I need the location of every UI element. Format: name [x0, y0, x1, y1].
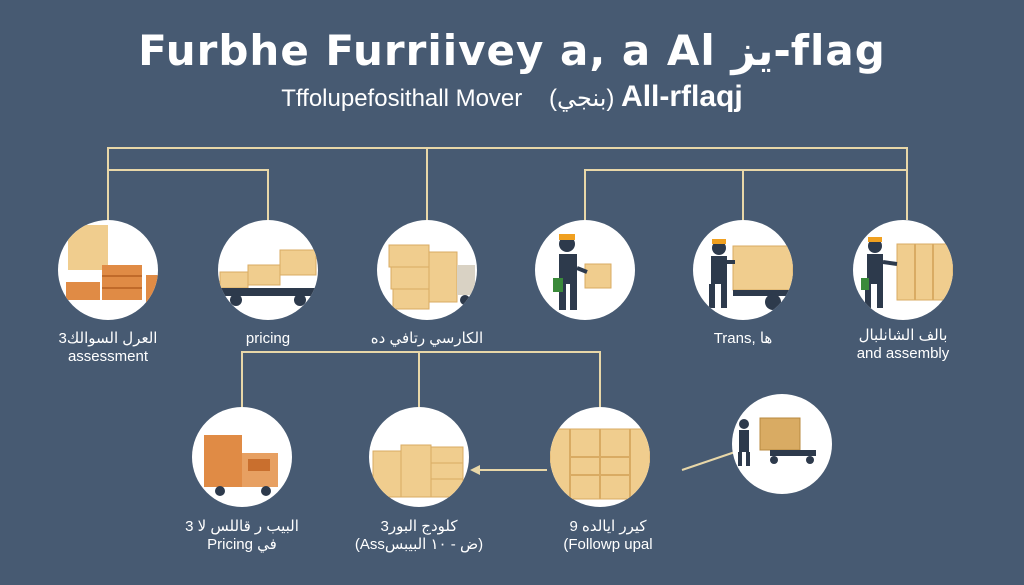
label-line-2: and assembly: [856, 345, 950, 362]
boxes-truck-icon: [388, 244, 475, 310]
label-line-2: (Followp upal: [563, 536, 653, 553]
label-line-2: pricing: [245, 330, 291, 347]
mover-wardrobe-icon: [861, 237, 953, 308]
step-node-dolly[interactable]: [732, 394, 832, 494]
top-connector: [584, 169, 907, 220]
label-line-1: الكارسي رتافي ده: [370, 330, 484, 347]
step-label-assessment: 3العرل السوالك assessment: [23, 330, 193, 366]
bottom-connector: [241, 351, 601, 407]
label-line-2: assessment: [67, 348, 149, 365]
mover-carrying-box-icon: [553, 234, 612, 310]
cabinet-on-trolley-icon: [550, 428, 650, 500]
step-node-transport[interactable]: [693, 220, 793, 320]
label-line-1: البيب ر قاللس لا 3: [185, 518, 299, 535]
top-connector: [108, 169, 269, 220]
label-line-1: 3كلودج البور: [380, 518, 458, 535]
mover-pushing-truck-icon: [709, 239, 793, 310]
arrow-connector: [681, 451, 736, 471]
page-title: Furbhe Furriivey a, a Al يز-flag: [138, 26, 886, 75]
loaded-cart-icon: [219, 249, 318, 306]
step-node-delivery[interactable]: [192, 407, 292, 507]
label-line-1: 3العرل السوالك: [58, 330, 158, 347]
step-label-packing: الكارسي رتافي ده: [342, 330, 512, 348]
label-line-1: كيرر ايالده 9: [569, 518, 647, 535]
stacked-boxes-icon: [372, 444, 464, 498]
label-line-1: بالف الشانلبال: [858, 327, 948, 344]
step-label-transport: Trans, ها: [658, 330, 828, 348]
step-node-packing[interactable]: [377, 220, 477, 320]
step-node-assessment[interactable]: [58, 220, 158, 320]
step-node-pricing[interactable]: [218, 220, 318, 320]
page-subtitle: Tffolupefosithall Mover (بنجي) All-rflaq…: [0, 80, 1024, 114]
subtitle-arabic: (بنجي): [548, 85, 615, 112]
arrow-head: [470, 465, 480, 475]
delivery-truck-icon: [204, 435, 278, 496]
label-line-2: (Assض - ١٠ البيبس): [354, 536, 484, 553]
subtitle-left: Tffolupefosithall Mover: [281, 85, 523, 112]
step-node-assembly[interactable]: [853, 220, 953, 320]
step-node-carrying[interactable]: [535, 220, 635, 320]
label-line-1: Trans, ها: [713, 330, 773, 347]
step-label-delivery: البيب ر قاللس لا 3 Pricing في: [157, 518, 327, 554]
mover-dolly-icon: [738, 417, 816, 466]
step-node-followup[interactable]: [550, 407, 650, 507]
step-label-assembly: بالف الشانلبال and assembly: [818, 327, 988, 363]
step-label-followup: كيرر ايالده 9 (Followp upal: [523, 518, 693, 554]
subtitle-bold: All-rflaqj: [621, 80, 743, 113]
step-label-pricing: pricing: [183, 330, 353, 348]
furniture-boxes-icon: [66, 225, 158, 303]
top-connector: [107, 147, 908, 220]
label-line-2: Pricing في: [207, 536, 277, 553]
step-node-unpacking[interactable]: [369, 407, 469, 507]
step-label-unpacking: 3كلودج البور (Assض - ١٠ البيبس): [334, 518, 504, 554]
